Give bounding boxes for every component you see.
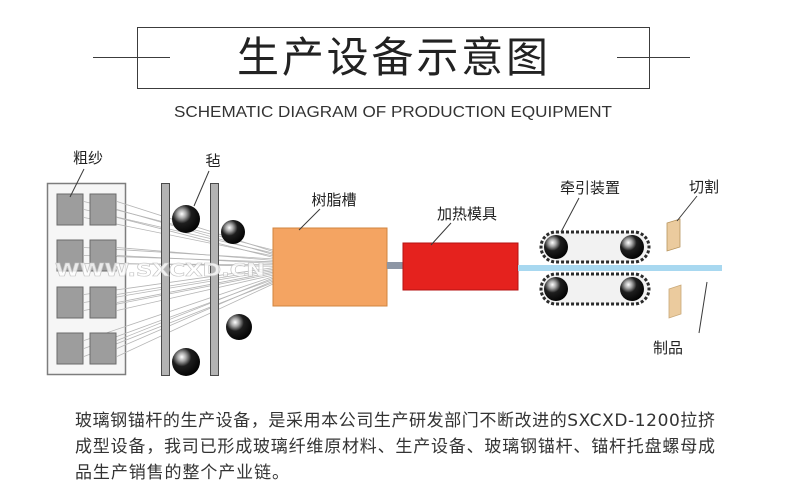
felt-ball [172,348,200,376]
roving-bobbin [89,286,117,319]
description: 玻璃钢锚杆的生产设备，是采用本公司生产研发部门不断改进的SXCXD-1200拉挤… [75,411,715,483]
tank-to-mold-connector [387,262,403,269]
traction-belt [539,272,651,306]
roving-bobbin [56,239,84,272]
resin-tank [272,227,388,307]
fiber-line [116,280,274,349]
leader-line-product [698,281,708,334]
fiber-line [116,255,274,264]
leader-line-traction-device [560,197,580,233]
roving-bobbin [56,286,84,319]
label-resin-tank: 树脂槽 [311,191,356,209]
guide-plate [161,183,170,376]
leader-line-roving [69,168,85,198]
roving-bobbins [56,193,117,365]
felt-ball [172,205,200,233]
traction-device [539,230,651,306]
felt-ball [226,314,252,340]
traction-wheel [544,235,568,259]
fiber-line [116,283,274,357]
label-felt: 毡 [205,152,220,170]
product-rod [518,265,722,271]
roving-bobbin [89,193,117,226]
traction-wheel [620,235,644,259]
fiber-line [116,274,274,311]
fiber-line [116,263,274,267]
roving-bobbin [56,332,84,365]
traction-wheel [620,277,644,301]
header: 生产设备示意图 SCHEMATIC DIAGRAM OF PRODUCTION … [93,27,690,121]
watermark: WWW.SXCXD.CN [55,260,265,281]
roving-bobbin [89,332,117,365]
fiber-line [116,247,274,261]
heating-mold [402,242,519,291]
label-cutting: 切割 [689,178,719,196]
fiber-line [116,217,274,258]
roving-bobbin [56,193,84,226]
label-traction-device: 牵引装置 [560,179,620,197]
label-roving: 粗纱 [73,149,103,167]
page-title: 生产设备示意图 [237,33,548,82]
fiber-line [116,277,274,341]
leader-line-heating-mold [430,222,452,246]
label-product: 制品 [653,339,683,357]
description-line: 成型设备，我司已形成玻璃纤维原材料、生产设备、玻璃钢锚杆、锚杆托盘螺母成 [75,437,715,457]
felt-ball [221,220,245,244]
leader-line-felt [193,170,210,207]
guide-plate [210,183,219,376]
fiber-line [116,271,274,303]
leader-line-cutting [676,195,698,222]
leader-line-resin-tank [298,208,321,231]
cutter-blade [668,284,682,319]
traction-wheel [544,277,568,301]
page-subtitle: SCHEMATIC DIAGRAM OF PRODUCTION EQUIPMEN… [174,104,612,121]
roving-bobbin [89,239,117,272]
traction-belt [539,230,651,264]
description-line: 玻璃钢锚杆的生产设备，是采用本公司生产研发部门不断改进的SXCXD-1200拉挤 [75,411,715,431]
cutter-blade [666,218,681,252]
fiber-line [116,209,274,255]
fiber-line [83,276,274,341]
description-line: 品生产销售的整个产业链。 [75,463,289,483]
label-heating-mold: 加热模具 [437,205,497,223]
fiber-line [116,268,274,295]
